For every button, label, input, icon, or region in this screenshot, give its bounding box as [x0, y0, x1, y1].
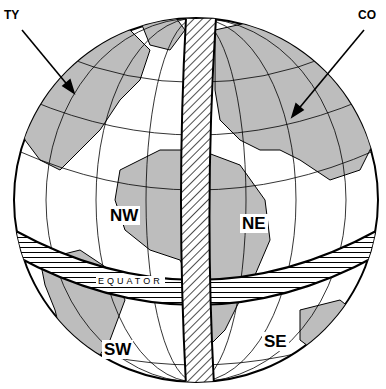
quadrant-label: SW — [102, 340, 133, 359]
equator-label: EQUATOR — [96, 276, 165, 287]
quadrant-label: SE — [262, 332, 289, 351]
quadrant-label: NE — [240, 214, 268, 233]
city-callout: CO — [356, 8, 378, 22]
city-callout: TY — [2, 8, 21, 22]
quadrant-label: NW — [108, 206, 140, 225]
